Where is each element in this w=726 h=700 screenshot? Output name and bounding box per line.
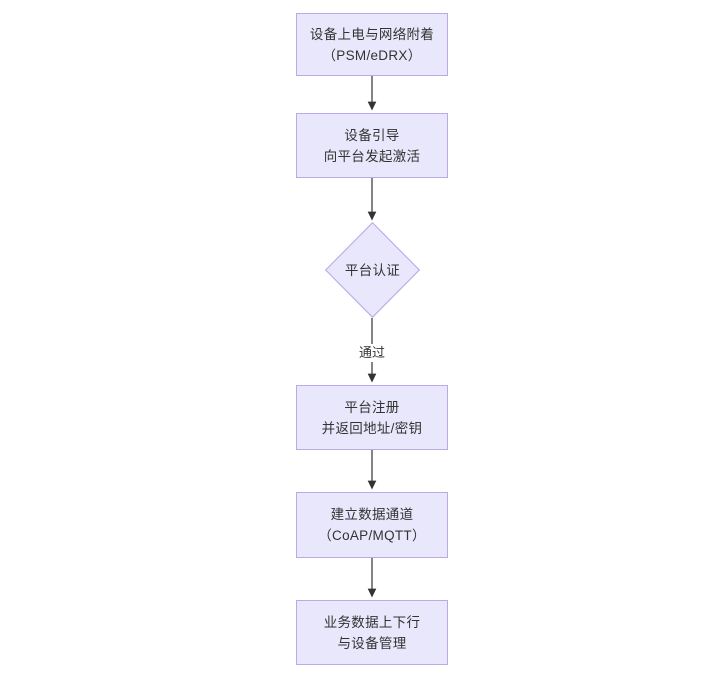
- edge-label-pass: 通过: [356, 344, 389, 362]
- flow-node-device-bootstrap[interactable]: 设备引导 向平台发起激活: [296, 113, 448, 178]
- flow-node-platform-register[interactable]: 平台注册 并返回地址/密钥: [296, 385, 448, 450]
- flow-node-data-channel[interactable]: 建立数据通道 （CoAP/MQTT）: [296, 492, 448, 558]
- flow-node-power-on[interactable]: 设备上电与网络附着 （PSM/eDRX）: [296, 13, 448, 76]
- flow-node-label-line: 建立数据通道: [330, 507, 414, 522]
- flow-node-label-line: 平台认证: [344, 262, 401, 278]
- flow-node-platform-auth[interactable]: 平台认证: [325, 222, 420, 318]
- flow-node-label-line: （CoAP/MQTT）: [318, 528, 426, 543]
- flow-node-label-line: （PSM/eDRX）: [322, 47, 422, 63]
- flow-node-label-line: 设备上电与网络附着: [309, 26, 435, 42]
- flow-node-label-line: 并返回地址/密钥: [321, 420, 423, 436]
- flow-node-label-line: 向平台发起激活: [323, 148, 421, 164]
- flow-node-label-line: 与设备管理: [337, 635, 407, 651]
- diamond-shape-icon: [325, 222, 420, 318]
- flow-node-label-line: 平台注册: [344, 399, 400, 415]
- flow-node-label-line: 设备引导: [344, 127, 400, 143]
- flow-node-business-data[interactable]: 业务数据上下行 与设备管理: [296, 600, 448, 665]
- flow-node-label-line: 业务数据上下行: [323, 614, 421, 630]
